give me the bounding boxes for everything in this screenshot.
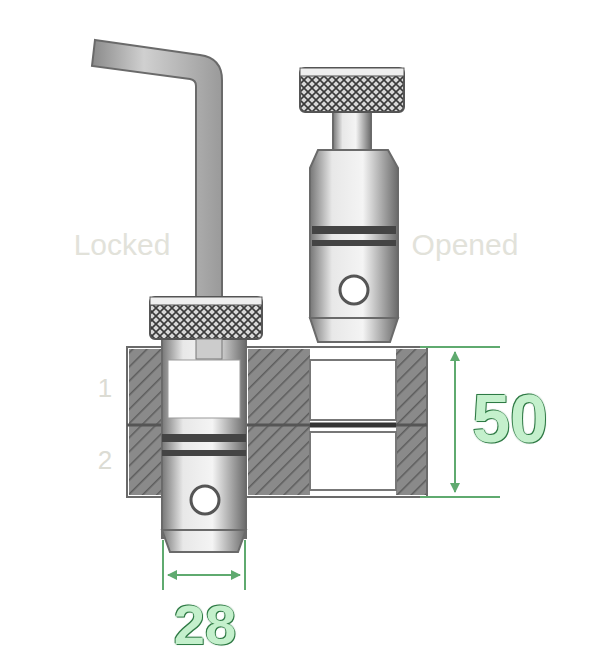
dimension-value: 50	[472, 384, 548, 452]
locked-pin	[150, 297, 262, 552]
dimension-28	[163, 540, 245, 590]
row-number: 1	[98, 375, 112, 401]
state-label: Opened	[412, 230, 519, 260]
row-number: 2	[98, 447, 112, 473]
dimension-value: 28	[174, 597, 236, 653]
opened-pin	[300, 68, 404, 342]
state-label: Locked	[74, 230, 171, 260]
allen-key	[92, 40, 222, 300]
